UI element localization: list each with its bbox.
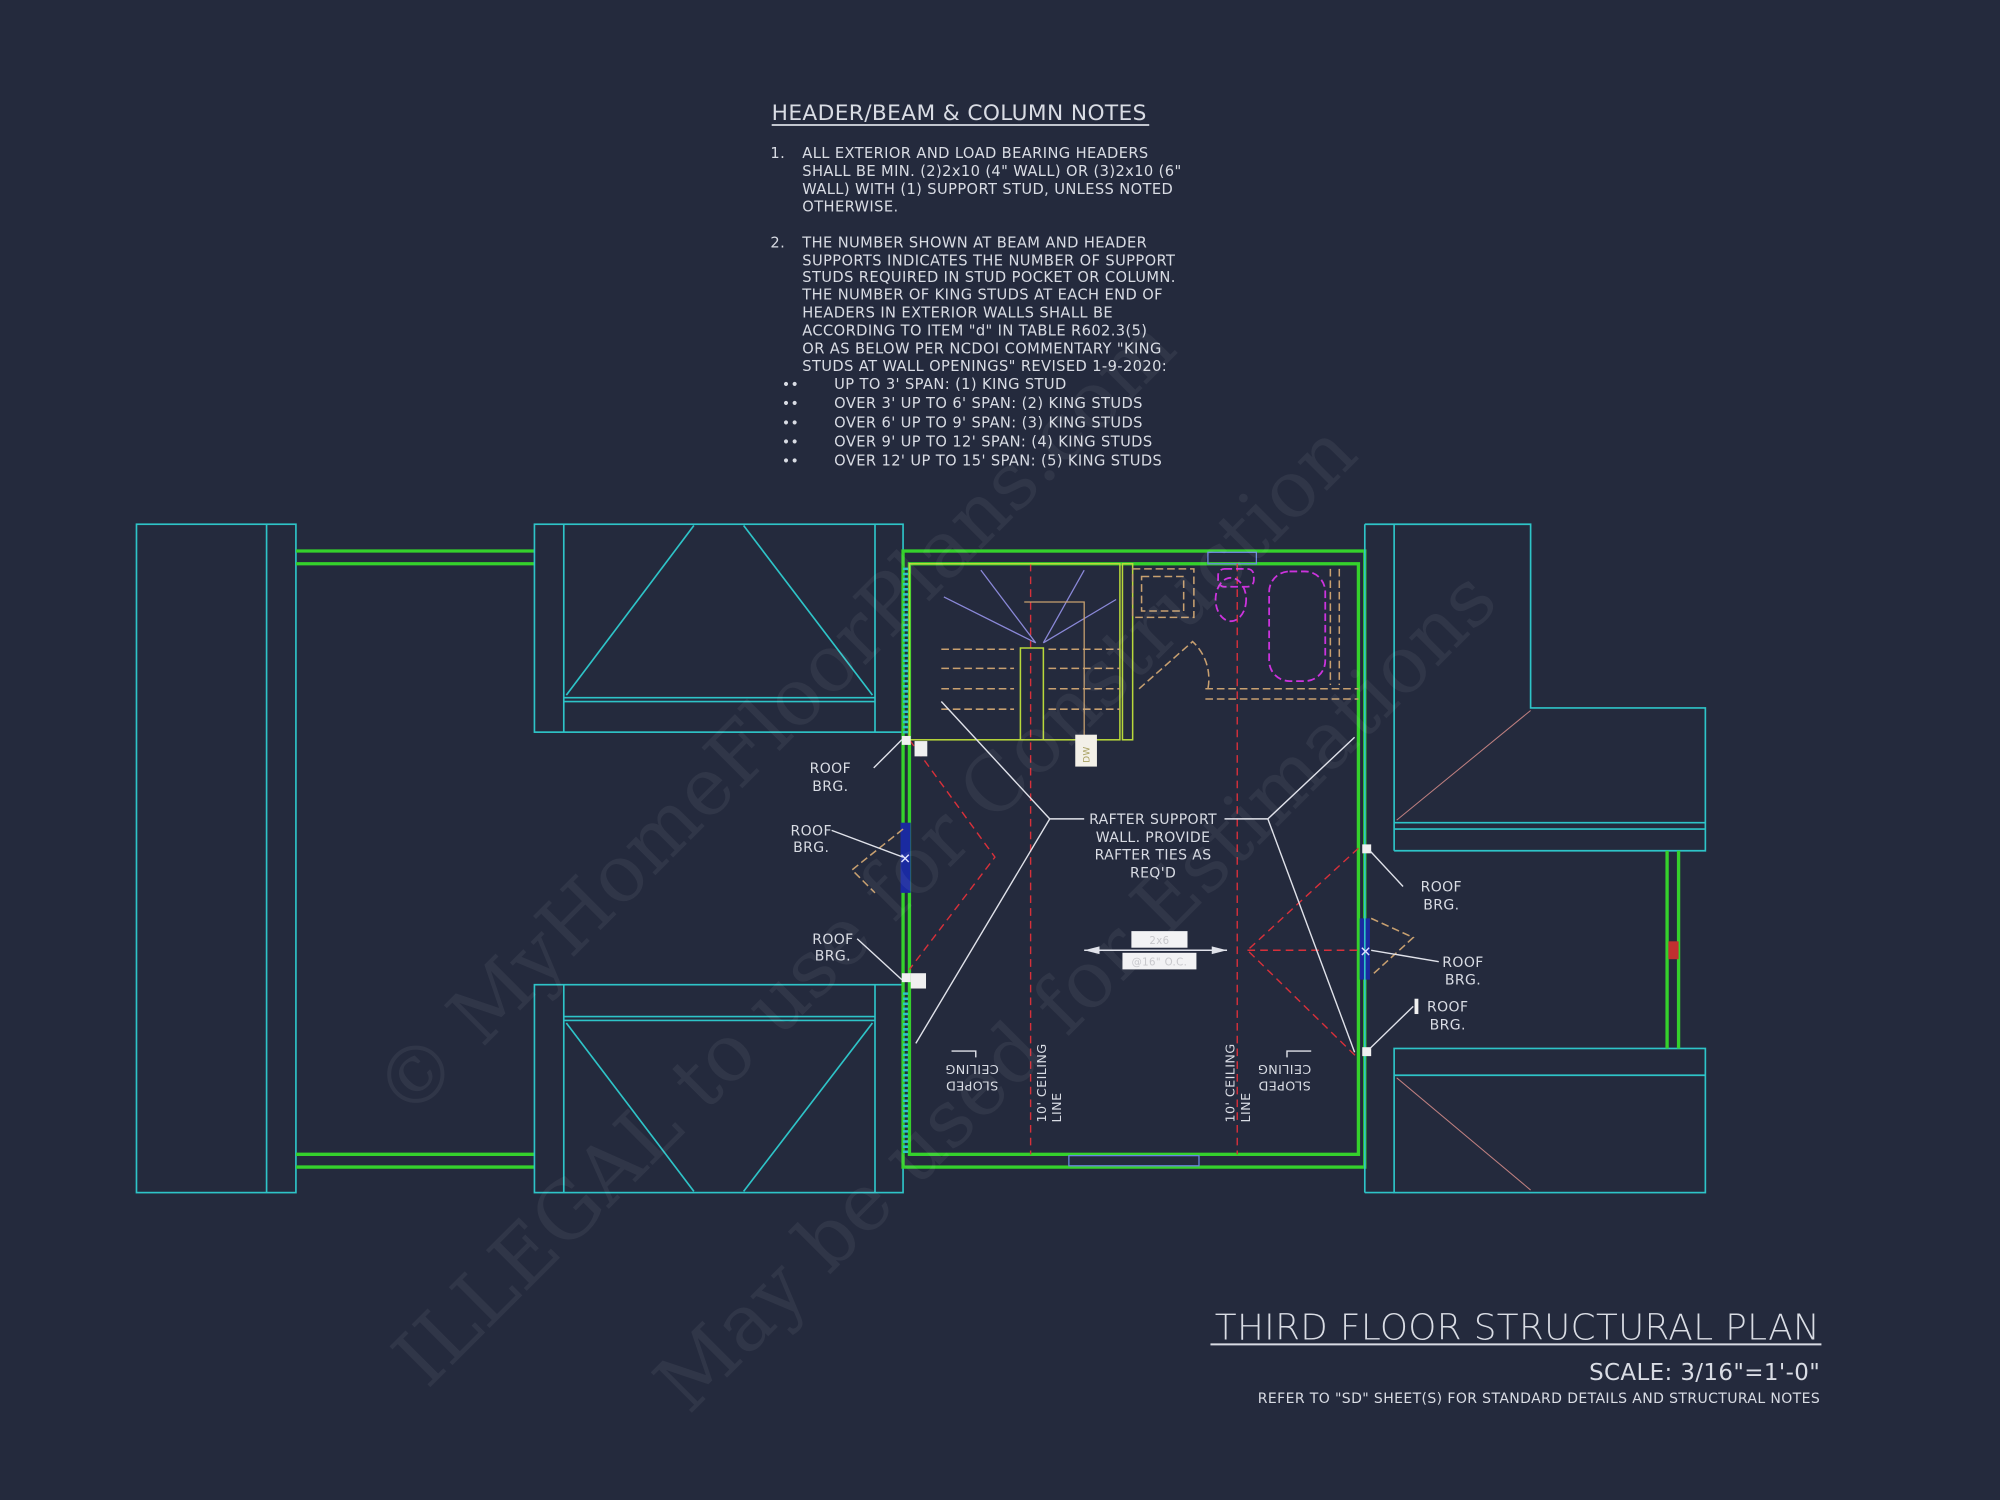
bullet-text: OVER 3' UP TO 6' SPAN: (2) KING STUDS [834,395,1143,412]
sloped-label: CEILING [945,1061,999,1076]
roof-brg-label: BRG. [1430,1017,1466,1033]
staircase: DW [908,563,1121,767]
roof-brg-label: BRG. [793,840,829,856]
bottom-window [1068,1154,1200,1167]
x-marker-icon: ✕ [1360,945,1372,961]
bullet-icon: •• [782,434,799,450]
note-1-line: WALL) WITH (1) SUPPORT STUD, UNLESS NOTE… [802,181,1173,198]
sloped-ceiling-left: SLOPED CEILING [945,1061,999,1093]
bullet-text: OVER 9' UP TO 12' SPAN: (4) KING STUDS [834,433,1152,450]
note-2-line: THE NUMBER OF KING STUDS AT EACH END OF [801,287,1163,304]
top-window [1207,551,1258,565]
sloped-ceiling-right: SLOPED CEILING [1258,1061,1312,1093]
title-block: THIRD FLOOR STRUCTURAL PLAN SCALE: 3/16"… [1210,1307,1822,1407]
note-1-number: 1. [770,145,785,162]
x-marker-icon: ✕ [899,852,911,868]
bullet-icon: •• [782,415,799,431]
rafter-support-note: RAFTER SUPPORT WALL. PROVIDE RAFTER TIES… [915,701,1356,1053]
roof-brg-labels: ROOF BRG. ROOF BRG. ROOF BRG. ROOF BRG. … [791,761,1484,1033]
ceiling-line-label-left: 10' CEILING LINE [1035,1043,1065,1122]
bullet-text: OVER 6' UP TO 9' SPAN: (3) KING STUDS [834,414,1143,431]
note-2-line: OR AS BELOW PER NCDOI COMMENTARY "KING [802,340,1161,357]
central-room: DW 2x6 @16" O.C. RAFTER S [900,549,1370,1169]
bullet-icon: •• [782,377,799,393]
roof-brg-label: ROOF [1427,999,1468,1015]
ceiling-line-label-right: 10' CEILING LINE [1224,1043,1254,1122]
bullet-text: OVER 12' UP TO 15' SPAN: (5) KING STUDS [834,453,1162,470]
header-beam-notes: HEADER/BEAM & COLUMN NOTES 1. ALL EXTERI… [770,101,1181,470]
refer-note: REFER TO "SD" SHEET(S) FOR STANDARD DETA… [1258,1391,1820,1407]
ceiling-line-label: LINE [1050,1092,1065,1122]
note-2-number: 2. [770,234,785,251]
note-1-line: OTHERWISE. [802,199,898,216]
left-roof-outline [135,523,535,1194]
sloped-label: CEILING [1258,1061,1312,1076]
right-roof-outline [1363,523,1707,1194]
note-2-line: THE NUMBER SHOWN AT BEAM AND HEADER [801,234,1147,251]
roof-brg-label: ROOF [791,823,832,839]
roof-brg-label: ROOF [1442,955,1483,971]
ceiling-line-label: 10' CEILING [1035,1043,1050,1122]
joist-size: 2x6 [1149,936,1169,947]
bullet-text: UP TO 3' SPAN: (1) KING STUD [834,376,1067,393]
header-post-left [900,822,911,893]
notes-title: HEADER/BEAM & COLUMN NOTES [772,101,1147,126]
bullet-icon: •• [782,396,799,412]
note-1-line: SHALL BE MIN. (2)2x10 (4" WALL) OR (3)2x… [802,163,1181,180]
ceiling-line-label: LINE [1239,1092,1254,1122]
rafter-note-line: RAFTER SUPPORT [1089,812,1217,828]
joist-spacing: @16" O.C. [1132,958,1188,969]
arrow-right-icon [1286,1050,1312,1058]
arrow-left-icon [951,1050,977,1058]
note-2-line: HEADERS IN EXTERIOR WALLS SHALL BE [802,305,1113,322]
note-2-line: STUDS REQUIRED IN STUD POCKET OR COLUMN. [802,269,1176,286]
rafter-note-line: WALL. PROVIDE [1096,830,1211,846]
roof-brg-label: ROOF [812,932,853,948]
roof-brg-label: ROOF [810,761,851,777]
sloped-label: SLOPED [1258,1078,1311,1093]
ceiling-line-label: 10' CEILING [1224,1043,1239,1122]
dw-label: DW [1082,746,1092,762]
joist-callout: 2x6 @16" O.C. [1084,931,1228,970]
dishwasher-box [1075,734,1097,767]
note-2-line: SUPPORTS INDICATES THE NUMBER OF SUPPORT [802,252,1175,269]
plan-scale: SCALE: 3/16"=1'-0" [1589,1360,1820,1386]
rafter-note-line: RAFTER TIES AS [1095,848,1212,864]
roof-brg-label: ROOF [1421,880,1462,896]
roof-bearing-markers: ✕ ✕ [831,735,1439,1057]
sloped-label: SLOPED [946,1078,999,1093]
note-2-line: ACCORDING TO ITEM "d" IN TABLE R602.3(5) [802,322,1147,339]
roof-brg-label: BRG. [1445,973,1481,989]
roof-brg-label: BRG. [815,948,851,964]
roof-brg-label: BRG. [812,779,848,795]
note-2-line: STUDS AT WALL OPENINGS" REVISED 1-9-2020… [802,358,1167,375]
plan-title: THIRD FLOOR STRUCTURAL PLAN [1215,1307,1820,1348]
roof-brg-label: BRG. [1423,897,1459,913]
bathroom [1121,563,1359,741]
rafter-note-line: REQ'D [1130,866,1176,882]
note-1-line: ALL EXTERIOR AND LOAD BEARING HEADERS [802,145,1148,162]
bullet-icon: •• [782,454,799,470]
